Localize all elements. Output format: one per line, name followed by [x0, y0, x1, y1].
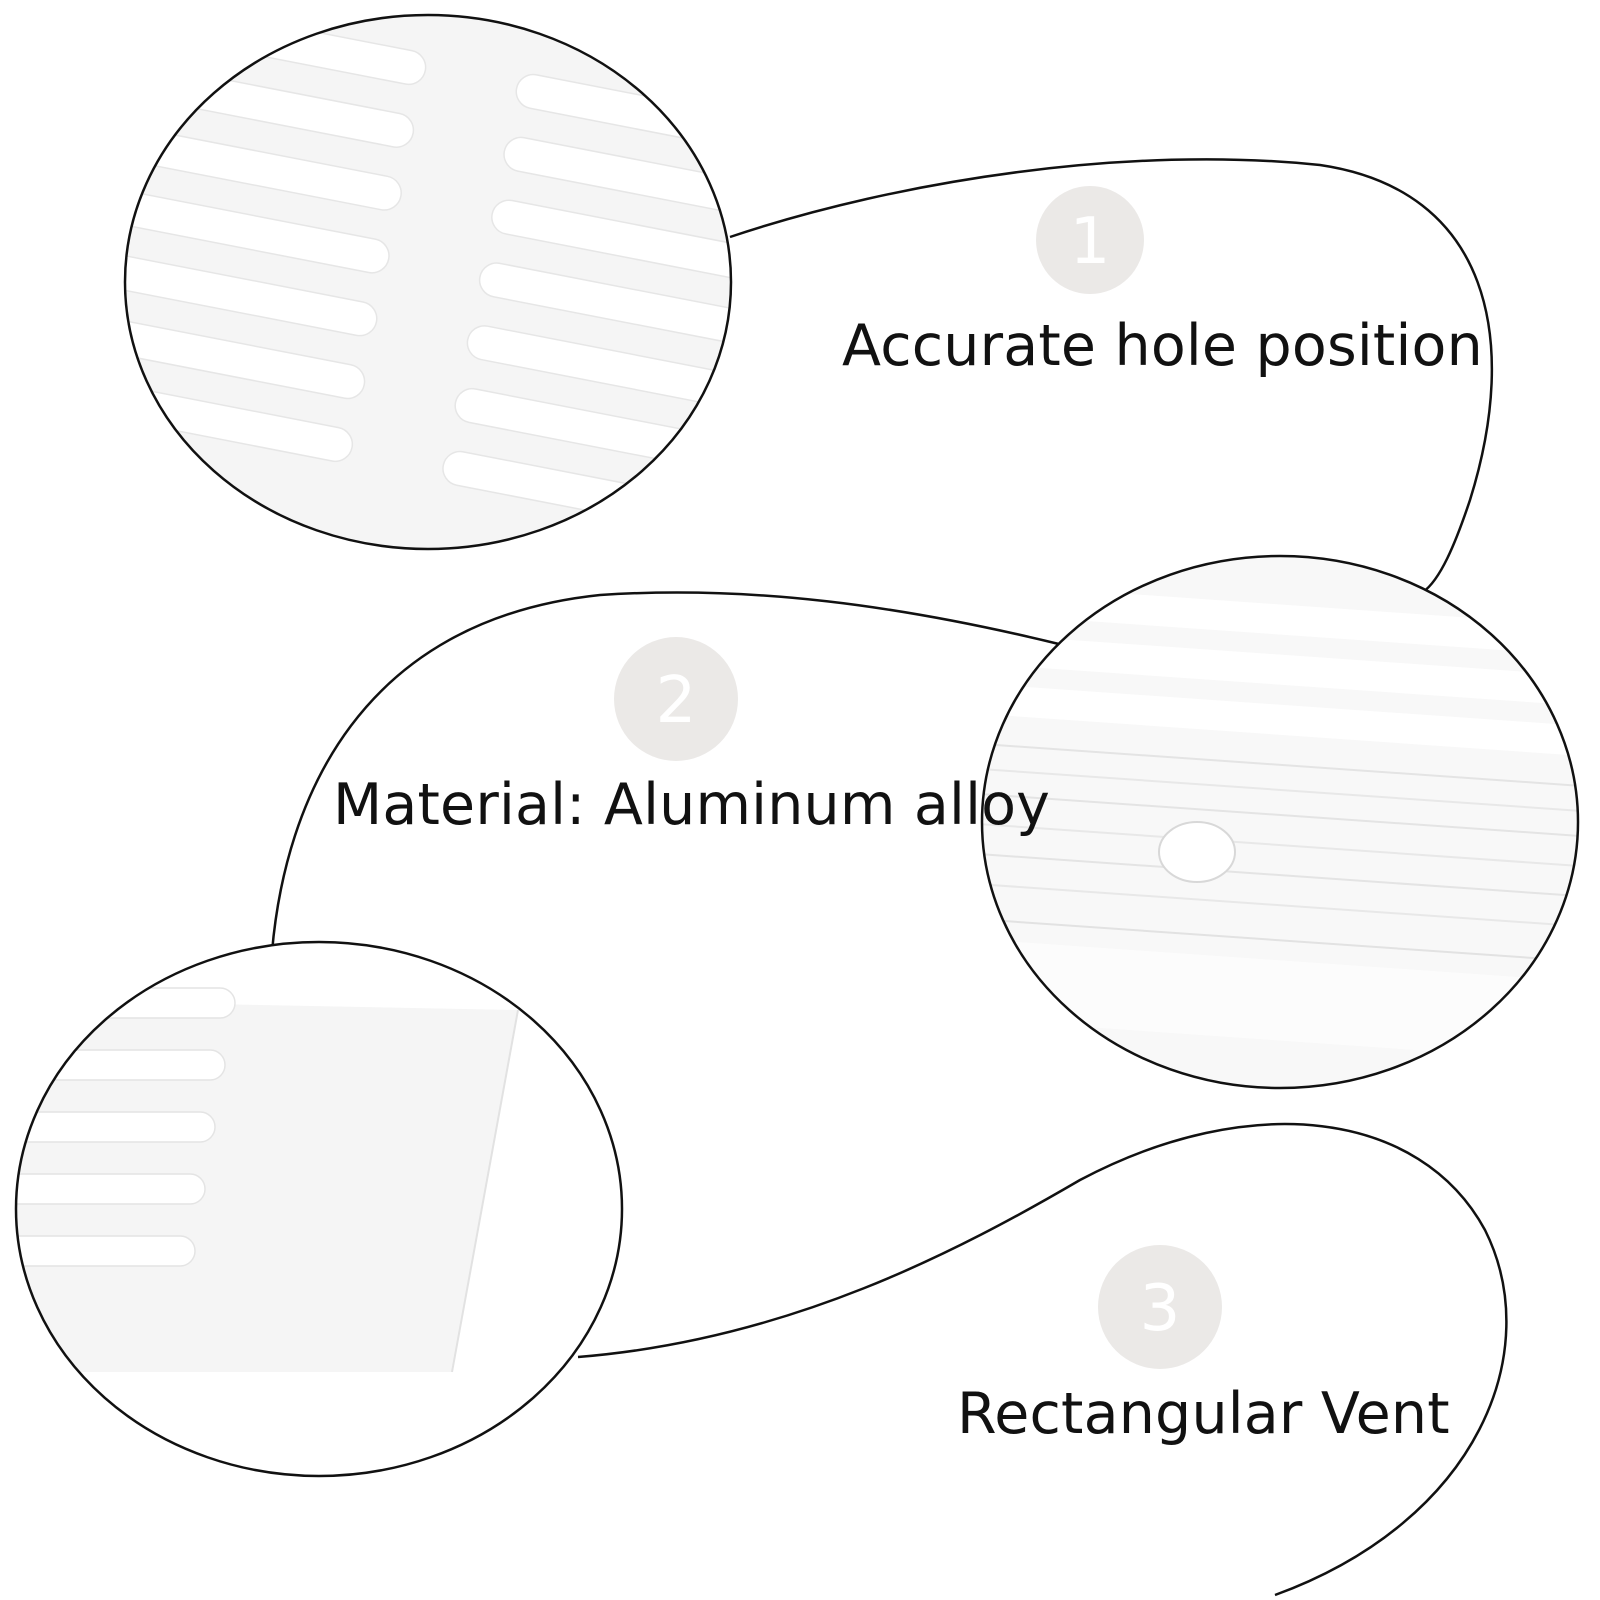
step-number: 2 [656, 664, 697, 738]
step-badge-1: 1 [1036, 186, 1144, 294]
feature-label-hole-position: Accurate hole position [842, 313, 1483, 379]
step-badge-2: 2 [614, 637, 738, 761]
feature-label-material: Material: Aluminum alloy [333, 772, 1051, 838]
connector-curve [577, 1122, 1508, 1597]
connector-curve [270, 591, 1064, 953]
step-badge-3: 3 [1098, 1245, 1222, 1369]
vent-detail-lens-1 [123, 13, 733, 551]
vent-detail-lens-3 [14, 940, 624, 1478]
step-number: 1 [1070, 205, 1111, 279]
vent-detail-lens-2 [980, 554, 1580, 1090]
connector-curve [729, 158, 1493, 594]
step-number: 3 [1140, 1272, 1181, 1346]
feature-label-vent-type: Rectangular Vent [957, 1381, 1450, 1447]
